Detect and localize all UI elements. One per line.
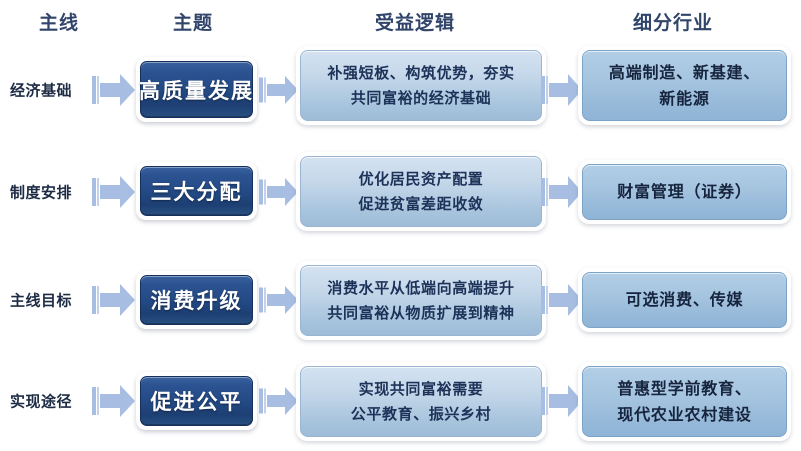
arrow-row4-theme-to-logic bbox=[259, 386, 299, 416]
arrow-right-icon bbox=[549, 385, 582, 417]
arrow-right-icon bbox=[267, 76, 298, 104]
column-header-main-line: 主线 bbox=[38, 12, 80, 34]
industry-box-1[interactable]: 高端制造、新基建、 新能源 bbox=[578, 46, 791, 125]
logic-box-1[interactable]: 补强短板、构筑优势，夯实 共同富裕的经济基础 bbox=[296, 46, 546, 125]
column-header-industry: 细分行业 bbox=[632, 12, 714, 34]
arrow-right-icon bbox=[549, 74, 582, 106]
arrow-right-icon bbox=[549, 284, 582, 316]
logic-box-2-text: 优化居民资产配置 促进贫富差距收敛 bbox=[358, 169, 484, 213]
theme-box-3[interactable]: 消费升级 bbox=[136, 271, 257, 329]
industry-box-4-text: 普惠型学前教育、 现代农业农村建设 bbox=[617, 378, 752, 424]
theme-box-1[interactable]: 高质量发展 bbox=[136, 57, 257, 122]
row-label-1: 经济基础 bbox=[10, 81, 73, 100]
industry-box-3[interactable]: 可选消费、传媒 bbox=[578, 268, 791, 332]
arrow-row3-label-to-theme bbox=[92, 283, 136, 317]
arrow-row4-label-to-theme bbox=[92, 384, 136, 418]
arrow-right-icon bbox=[267, 286, 298, 314]
arrow-right-icon bbox=[549, 176, 582, 208]
row-label-3: 主线目标 bbox=[10, 291, 73, 310]
logic-box-2[interactable]: 优化居民资产配置 促进贫富差距收敛 bbox=[296, 152, 546, 231]
theme-box-4-label: 促进公平 bbox=[150, 390, 243, 414]
logic-box-1-text: 补强短板、构筑优势，夯实 共同富裕的经济基础 bbox=[327, 63, 515, 107]
logic-box-4[interactable]: 实现共同富裕需要 公平教育、振兴乡村 bbox=[296, 362, 546, 441]
arrow-right-icon bbox=[267, 387, 298, 415]
row-label-4: 实现途径 bbox=[10, 392, 73, 411]
arrow-row2-theme-to-logic bbox=[259, 177, 299, 207]
industry-box-2-text: 财富管理（证券） bbox=[617, 182, 752, 201]
row-label-2: 制度安排 bbox=[10, 183, 73, 202]
theme-box-4[interactable]: 促进公平 bbox=[136, 372, 257, 430]
arrow-row2-logic-to-industry bbox=[541, 175, 583, 209]
industry-box-1-text: 高端制造、新基建、 新能源 bbox=[608, 62, 761, 108]
arrow-row1-logic-to-industry bbox=[541, 73, 583, 107]
arrow-right-icon bbox=[100, 74, 135, 106]
theme-box-2[interactable]: 三大分配 bbox=[136, 162, 257, 220]
logic-box-4-text: 实现共同富裕需要 公平教育、振兴乡村 bbox=[350, 379, 492, 423]
theme-box-2-label: 三大分配 bbox=[150, 180, 243, 204]
arrow-row3-theme-to-logic bbox=[259, 285, 299, 315]
arrow-right-icon bbox=[100, 385, 135, 417]
arrow-row4-logic-to-industry bbox=[541, 384, 583, 418]
arrow-row1-label-to-theme bbox=[92, 73, 136, 107]
industry-box-3-text: 可选消费、传媒 bbox=[625, 290, 744, 309]
arrow-right-icon bbox=[267, 178, 298, 206]
arrow-row2-label-to-theme bbox=[92, 175, 136, 209]
column-header-theme: 主题 bbox=[172, 12, 214, 34]
logic-box-3-text: 消费水平从低端向高端提升 共同富裕从物质扩展到精神 bbox=[327, 278, 515, 322]
theme-box-1-label: 高质量发展 bbox=[139, 78, 254, 103]
logic-box-3[interactable]: 消费水平从低端向高端提升 共同富裕从物质扩展到精神 bbox=[296, 261, 546, 340]
arrow-right-icon bbox=[100, 284, 135, 316]
arrow-row3-logic-to-industry bbox=[541, 283, 583, 317]
arrow-row1-theme-to-logic bbox=[259, 75, 299, 105]
arrow-right-icon bbox=[100, 176, 135, 208]
industry-box-2[interactable]: 财富管理（证券） bbox=[578, 160, 791, 224]
industry-box-4[interactable]: 普惠型学前教育、 现代农业农村建设 bbox=[578, 362, 791, 441]
column-header-logic: 受益逻辑 bbox=[374, 12, 456, 34]
theme-box-3-label: 消费升级 bbox=[150, 289, 243, 313]
